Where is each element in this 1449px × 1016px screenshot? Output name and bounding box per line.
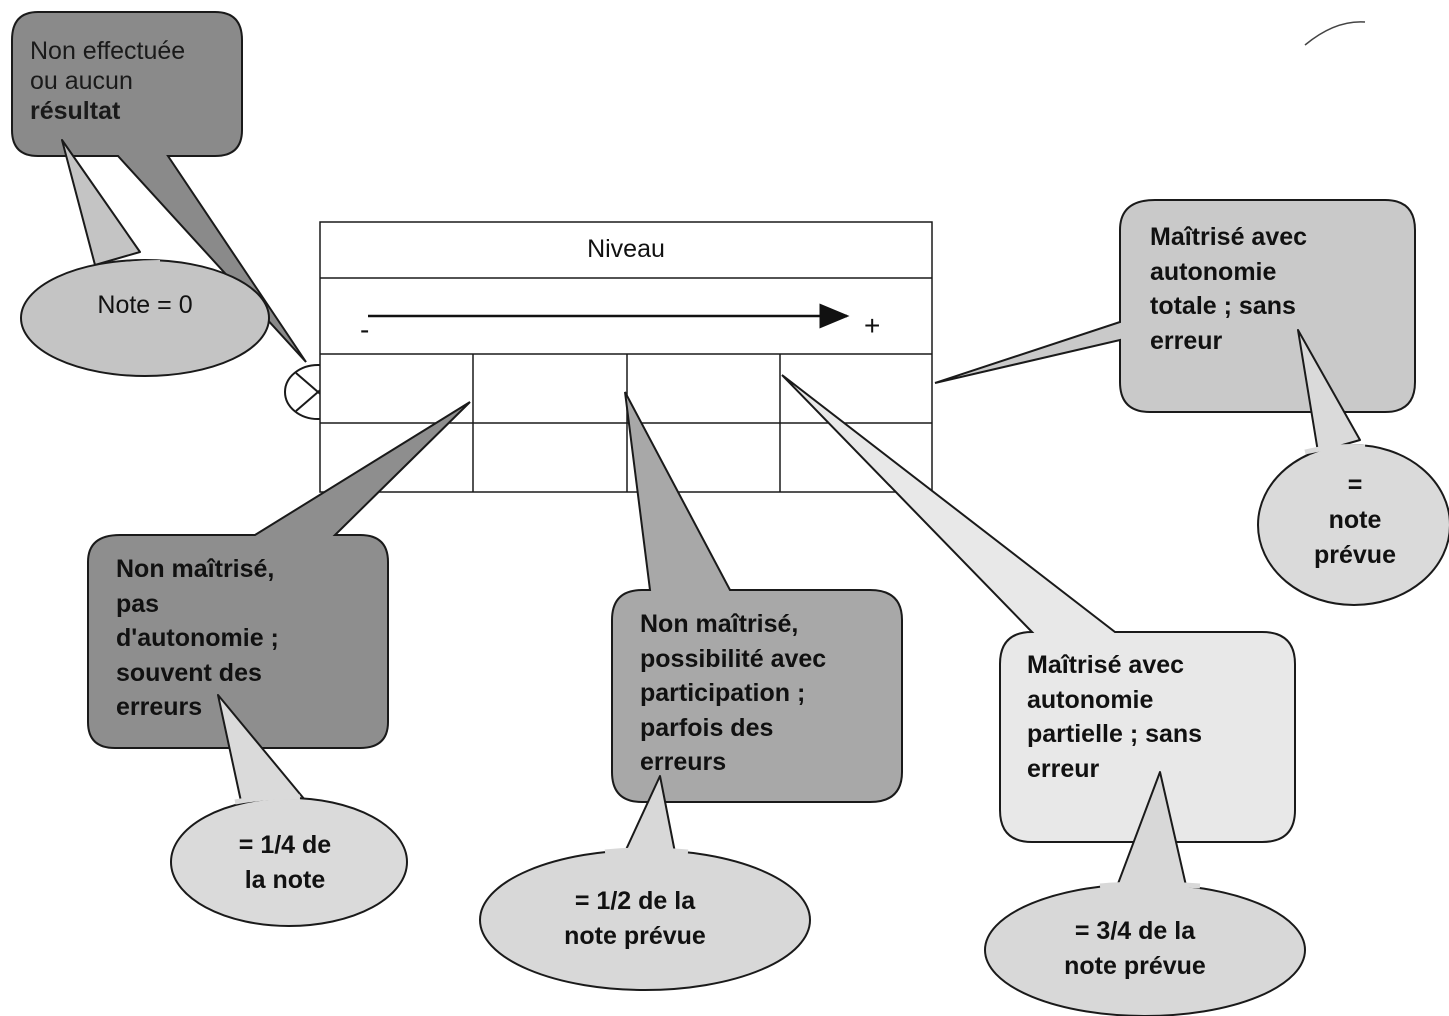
note-zero-callout-shape (61, 139, 141, 266)
non-maitrise-pas-line-5: erreurs (116, 693, 203, 721)
demi-line-1: = 1/2 de la (574, 887, 696, 915)
non-maitrise-pas-line-4: souvent des (116, 658, 262, 687)
demi-line-2: note prévue (564, 921, 706, 950)
niveau-header: Niveau (587, 235, 665, 263)
maitrise-totale-line-1: Maîtrisé avec (1150, 223, 1308, 251)
non-maitrise-pas-line-1: Non maîtrisé, (116, 555, 275, 583)
quart-text: = 1/4 de la note (190, 828, 380, 897)
maitrise-totale-line-4: erreur (1150, 326, 1223, 355)
note-prevue-text: = note prévue (1270, 468, 1440, 573)
non-effectuee-callout-shape (11, 11, 307, 363)
maitrise-partielle-line-2: autonomie (1027, 685, 1154, 714)
maitrise-partielle-line-4: erreur (1027, 754, 1100, 783)
non-effectuee-line-3: résultat (30, 97, 121, 125)
non-effectuee-line-2: ou aucun (30, 67, 133, 95)
note-zero-text: Note = 0 (97, 291, 193, 319)
non-maitrise-pas-line-2: pas (116, 589, 160, 618)
note-prevue-line-3: prévue (1314, 541, 1396, 569)
quart-line-1: = 1/4 de (238, 831, 332, 859)
maitrise-totale-line-3: totale ; sans (1150, 292, 1296, 320)
non-maitrise-pas-callout-shape (87, 401, 471, 749)
demi-text: = 1/2 de la note prévue (520, 884, 750, 953)
non-maitrise-possibilite-line-3: participation ; (640, 679, 806, 707)
scale-minus-label: - (360, 314, 370, 345)
trois-quarts-text: = 3/4 de la note prévue (1020, 914, 1250, 983)
note-prevue-line-1: = (1347, 471, 1363, 499)
non-effectuee-text: Non effectuée ou aucun résultat (30, 36, 235, 126)
note-zero-ellipse (20, 259, 270, 377)
non-maitrise-possibilite-callout-shape (611, 391, 903, 803)
maitrise-partielle-line-1: Maîtrisé avec (1027, 651, 1185, 679)
maitrise-partielle-line-3: partielle ; sans (1027, 720, 1203, 748)
scale-plus-label: + (864, 310, 881, 341)
stray-mark (1304, 21, 1366, 46)
maitrise-totale-callout-shape (934, 199, 1416, 413)
non-maitrise-possibilite-line-5: erreurs (640, 748, 727, 776)
non-maitrise-possibilite-text: Non maîtrisé, possibilité avec participa… (640, 607, 900, 780)
maitrise-totale-line-2: autonomie (1150, 257, 1277, 286)
maitrise-totale-text: Maîtrisé avec autonomie totale ; sans er… (1150, 220, 1410, 358)
non-effectuee-line-1: Non effectuée (30, 37, 186, 65)
note-prevue-line-2: note (1328, 506, 1382, 534)
non-maitrise-possibilite-line-1: Non maîtrisé, (640, 610, 799, 638)
non-maitrise-pas-text: Non maîtrisé, pas d'autonomie ; souvent … (116, 552, 386, 725)
non-maitrise-pas-line-3: d'autonomie ; (116, 624, 279, 652)
maitrise-partielle-text: Maîtrisé avec autonomie partielle ; sans… (1027, 648, 1287, 786)
trois-quarts-line-2: note prévue (1064, 951, 1206, 980)
maitrise-partielle-callout-shape (781, 374, 1296, 843)
trois-quarts-line-1: = 3/4 de la (1074, 917, 1196, 945)
quart-line-2: la note (244, 865, 326, 894)
non-maitrise-possibilite-line-2: possibilité avec (640, 644, 827, 673)
non-maitrise-possibilite-line-4: parfois des (640, 713, 774, 742)
